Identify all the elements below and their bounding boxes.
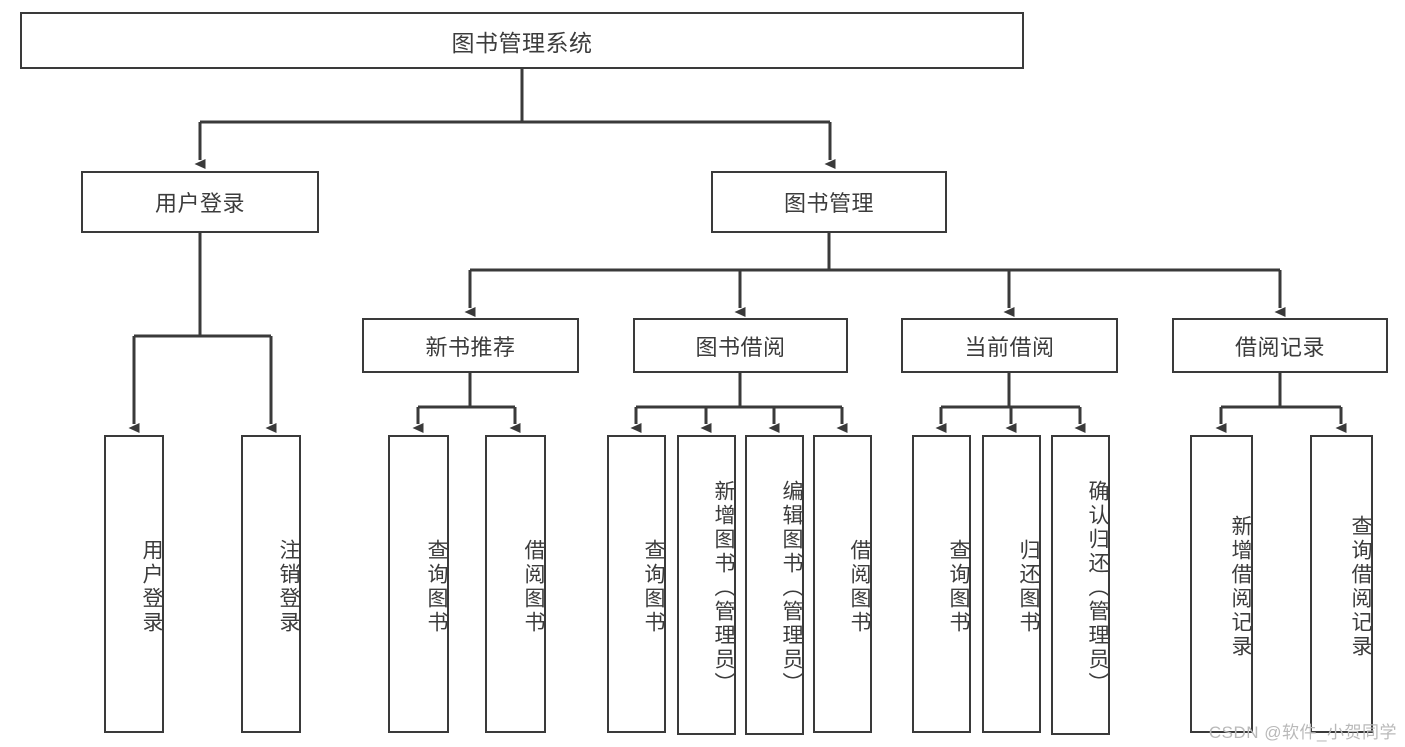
- leaf-label: 编辑图书（管理员）: [780, 480, 803, 696]
- leaf-label: 确认归还（管理员）: [1086, 480, 1109, 696]
- leaf-label: 查询借阅记录: [1349, 515, 1372, 659]
- leaf-label: 借阅图书: [522, 539, 545, 635]
- node-book-management[interactable]: 图书管理: [711, 171, 947, 233]
- node-user-login[interactable]: 用户登录: [81, 171, 319, 233]
- leaf-label: 注销登录: [277, 539, 300, 635]
- csdn-watermark: CSDN @软件_小贺同学: [1208, 723, 1397, 742]
- leaf-query-book-lend[interactable]: 查询图书: [607, 435, 666, 733]
- node-book-borrow[interactable]: 图书借阅: [633, 318, 848, 373]
- leaf-label: 借阅图书: [848, 539, 871, 635]
- node-borrow-record[interactable]: 借阅记录: [1172, 318, 1388, 373]
- leaf-label: 新增图书（管理员）: [712, 480, 735, 696]
- leaf-label: 归还图书: [1017, 539, 1040, 635]
- leaf-edit-book-admin[interactable]: 编辑图书（管理员）: [745, 435, 804, 735]
- leaf-query-book-current[interactable]: 查询图书: [912, 435, 971, 733]
- leaf-label: 查询图书: [425, 539, 448, 635]
- node-current-borrow[interactable]: 当前借阅: [901, 318, 1118, 373]
- node-new-book-recommend[interactable]: 新书推荐: [362, 318, 579, 373]
- leaf-add-borrow-record[interactable]: 新增借阅记录: [1190, 435, 1253, 733]
- leaf-add-book-admin[interactable]: 新增图书（管理员）: [677, 435, 736, 735]
- leaf-user-login[interactable]: 用户登录: [104, 435, 164, 733]
- leaf-user-logout[interactable]: 注销登录: [241, 435, 301, 733]
- leaf-borrow-book-new[interactable]: 借阅图书: [485, 435, 546, 733]
- node-root-system[interactable]: 图书管理系统: [20, 12, 1024, 69]
- leaf-query-book-new[interactable]: 查询图书: [388, 435, 449, 733]
- leaf-return-book[interactable]: 归还图书: [982, 435, 1041, 733]
- leaf-label: 用户登录: [140, 539, 163, 635]
- leaf-label: 新增借阅记录: [1229, 515, 1252, 659]
- leaf-borrow-book-lend[interactable]: 借阅图书: [813, 435, 872, 733]
- leaf-label: 查询图书: [642, 539, 665, 635]
- leaf-label: 查询图书: [947, 539, 970, 635]
- leaf-confirm-return-admin[interactable]: 确认归还（管理员）: [1051, 435, 1110, 735]
- leaf-query-borrow-record[interactable]: 查询借阅记录: [1310, 435, 1373, 733]
